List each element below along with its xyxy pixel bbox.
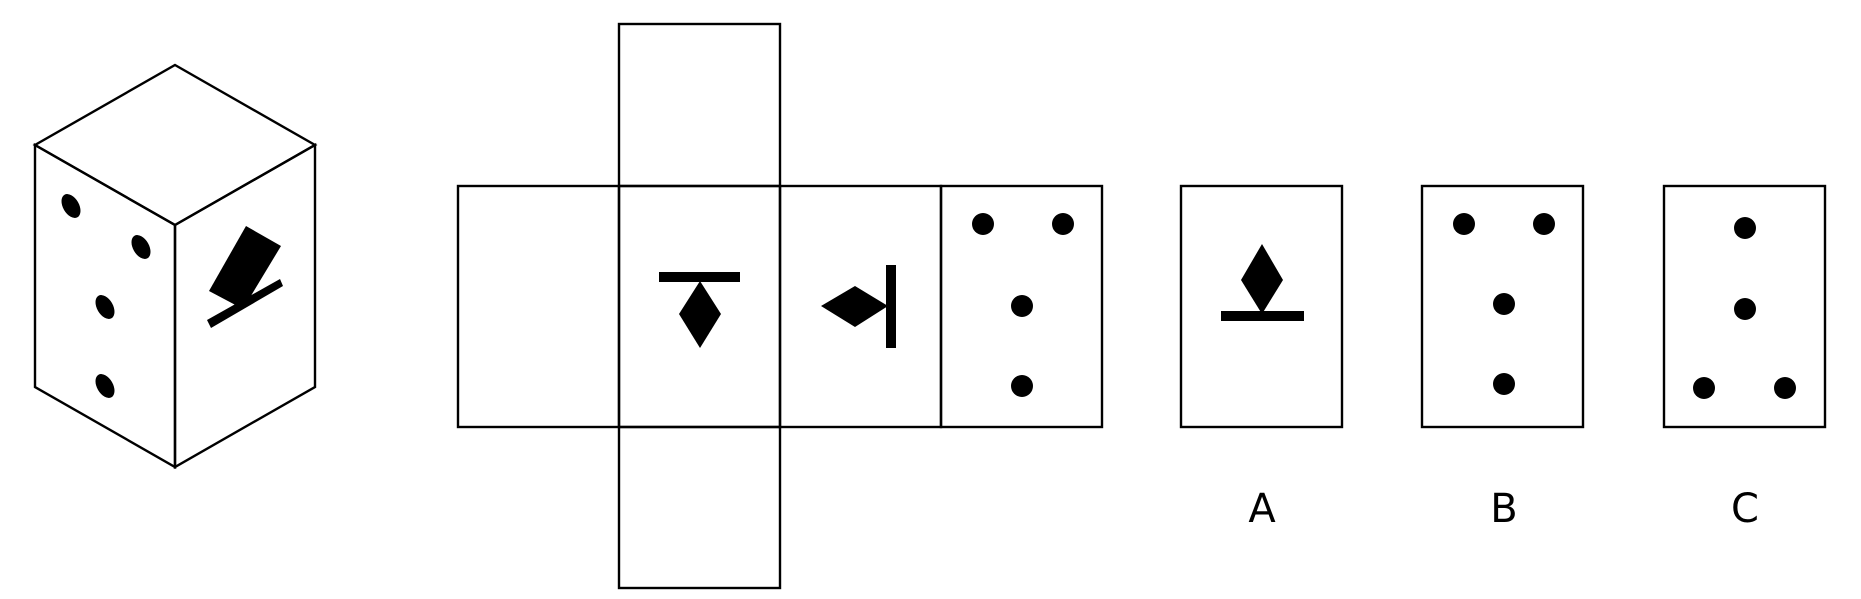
cube-right-face [173,142,317,470]
cube-dot [95,295,115,319]
option-a-panel[interactable] [1179,184,1344,429]
net-vbar-icon [886,265,896,348]
net-diamond-left-icon [821,286,888,327]
option-b-dot [1493,373,1515,395]
option-b-panel[interactable] [1420,184,1585,429]
cube-dot [131,235,151,259]
option-c-dot [1693,377,1715,399]
isometric-cube [32,63,318,470]
cube-bar-icon [207,279,283,328]
option-c-dot [1734,298,1756,320]
option-a-bar-icon [1221,311,1304,321]
net-bottom-face [617,425,782,590]
option-c-dot [1734,217,1756,239]
net-bar-icon [659,272,740,282]
net-dot [1052,213,1074,235]
net-dot [1011,295,1033,317]
option-c-label: C [1731,486,1759,532]
cube-diamond-icon [209,226,281,309]
cube-dot [95,374,115,398]
option-b-dot [1453,213,1475,235]
net-top-face [617,22,782,188]
option-a-diamond-icon [1241,244,1283,314]
cube-net [456,22,1104,590]
option-c-dot [1774,377,1796,399]
net-dot [1011,375,1033,397]
net-face-4 [939,184,1104,429]
net-diamond-icon [679,281,721,348]
option-a-label: A [1248,486,1276,532]
option-c-panel[interactable] [1662,184,1827,429]
net-dot [972,213,994,235]
option-b-label: B [1490,486,1517,532]
net-face-1 [456,184,621,429]
cube-dot [61,194,81,218]
option-b-dot [1493,293,1515,315]
option-b-dot [1533,213,1555,235]
